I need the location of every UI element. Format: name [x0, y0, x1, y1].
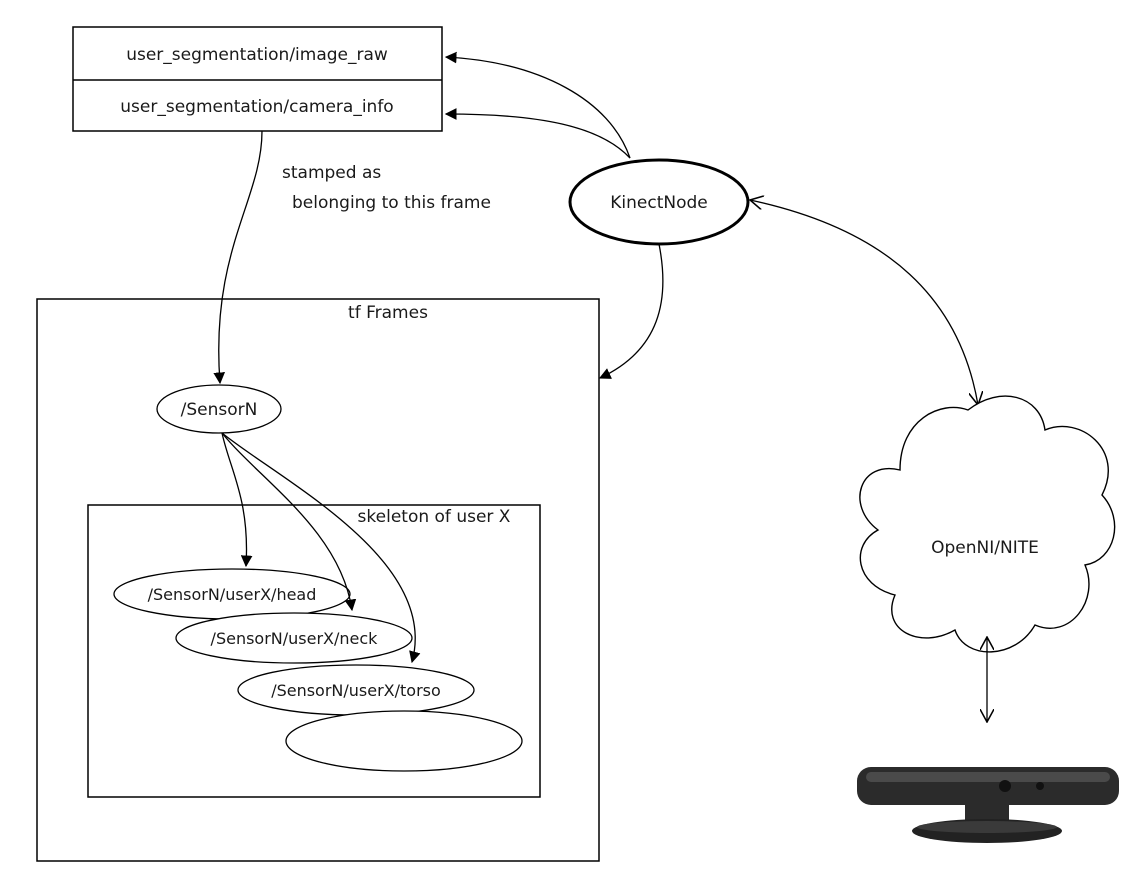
skeleton-title: skeleton of user X [358, 507, 511, 527]
skeleton-box: skeleton of user X [87, 504, 541, 798]
openni-label: OpenNI/NITE [931, 538, 1039, 558]
annotation-line-2: belonging to this frame [292, 193, 491, 213]
edge-kinect-to-tf-frames [598, 243, 664, 379]
joint-blank [285, 710, 523, 772]
sensor-frame-node: /SensorN [156, 384, 282, 434]
kinect-node-label: KinectNode [610, 193, 707, 213]
sensor-frame-label: /SensorN [181, 400, 258, 420]
topic-record-box: user_segmentation/image_raw user_segment… [72, 26, 443, 132]
edge-sensor-to-neck [221, 432, 357, 612]
tf-frames-box: tf Frames [36, 298, 600, 862]
edge-topics-to-sensor [213, 130, 263, 385]
kinect-node: KinectNode [568, 158, 750, 246]
topic-camera-info: user_segmentation/camera_info [120, 97, 393, 117]
tf-frames-title: tf Frames [348, 303, 428, 323]
joint-head: /SensorN/userX/head [113, 568, 351, 620]
edge-kinect-to-camera-info [444, 108, 631, 159]
edge-kinect-openni [750, 200, 978, 405]
annotation-line-1: stamped as [282, 163, 381, 183]
kinect-device-image [857, 767, 1119, 843]
joint-torso: /SensorN/userX/torso [237, 664, 475, 716]
topic-image-raw: user_segmentation/image_raw [126, 45, 388, 65]
edge-sensor-to-head [221, 432, 253, 568]
openni-cloud: OpenNI/NITE [859, 395, 1116, 653]
joint-head-label: /SensorN/userX/head [148, 585, 317, 604]
joint-torso-label: /SensorN/userX/torso [271, 681, 441, 700]
edge-sensor-to-torso [221, 432, 421, 664]
joint-neck: /SensorN/userX/neck [175, 612, 413, 664]
edge-kinect-to-image-raw [444, 51, 631, 159]
joint-neck-label: /SensorN/userX/neck [211, 629, 379, 648]
